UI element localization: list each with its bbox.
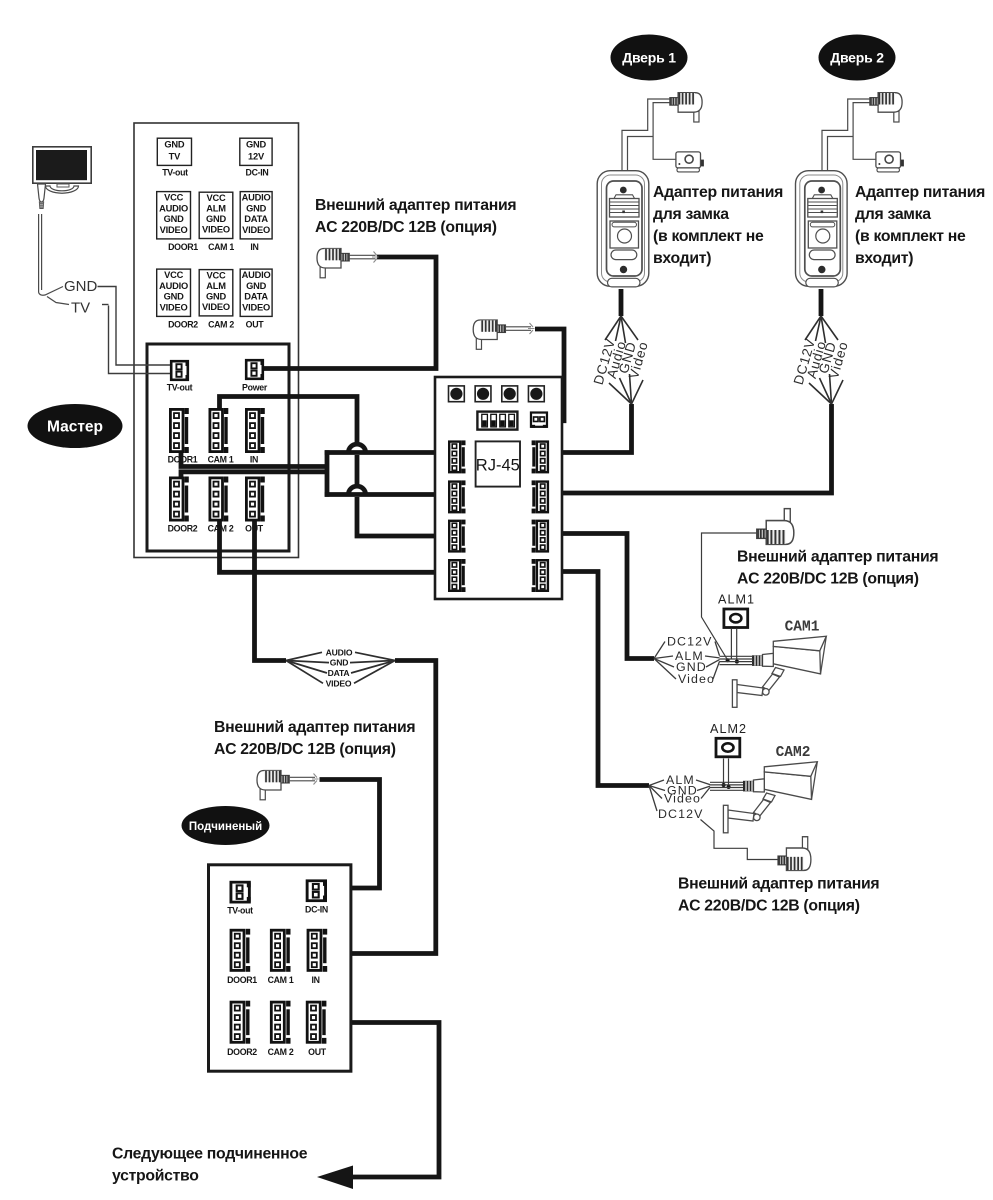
svg-text:(в комплект не: (в комплект не: [653, 228, 764, 245]
svg-text:AC 220В/DC 12В (опция): AC 220В/DC 12В (опция): [214, 741, 396, 758]
svg-text:DOOR2: DOOR2: [227, 1047, 257, 1057]
svg-text:Адаптер питания: Адаптер питания: [855, 184, 985, 201]
svg-text:Внешний адаптер питания: Внешний адаптер питания: [737, 549, 938, 566]
svg-text:ALM: ALM: [675, 649, 704, 663]
svg-text:CAM 1: CAM 1: [208, 455, 234, 465]
svg-text:VIDEO: VIDEO: [202, 302, 230, 312]
svg-text:(в комплект не: (в комплект не: [855, 228, 966, 245]
svg-text:DATA: DATA: [244, 214, 268, 224]
svg-text:GND: GND: [206, 214, 227, 224]
svg-text:ALM: ALM: [206, 203, 226, 213]
svg-text:GND: GND: [676, 660, 707, 674]
svg-text:OUT: OUT: [308, 1047, 327, 1057]
svg-text:VIDEO: VIDEO: [202, 225, 230, 235]
svg-text:CAM 2: CAM 2: [268, 1047, 294, 1057]
svg-text:DATA: DATA: [244, 292, 268, 302]
svg-text:IN: IN: [250, 242, 258, 252]
svg-text:AUDIO: AUDIO: [326, 647, 353, 657]
svg-text:DATA: DATA: [328, 668, 350, 678]
svg-text:CAM2: CAM2: [776, 745, 811, 761]
svg-text:устройство: устройство: [112, 1168, 199, 1185]
svg-text:CAM 1: CAM 1: [208, 242, 234, 252]
svg-text:DC12V: DC12V: [667, 635, 712, 649]
svg-text:DOOR2: DOOR2: [168, 524, 198, 534]
svg-text:IN: IN: [311, 975, 319, 985]
svg-text:Внешний адаптер питания: Внешний адаптер питания: [315, 197, 516, 214]
svg-text:DOOR2: DOOR2: [168, 320, 198, 330]
svg-text:Дверь 2: Дверь 2: [830, 50, 884, 66]
svg-text:GND: GND: [246, 203, 267, 213]
svg-text:TV: TV: [71, 300, 90, 317]
svg-text:для замка: для замка: [653, 206, 729, 223]
svg-text:GND: GND: [164, 140, 185, 150]
svg-text:Video: Video: [664, 792, 701, 806]
svg-text:входит): входит): [653, 250, 711, 267]
svg-text:TV: TV: [169, 151, 181, 161]
svg-text:VCC: VCC: [206, 270, 226, 280]
svg-text:VIDEO: VIDEO: [326, 678, 352, 688]
svg-text:CAM 1: CAM 1: [268, 975, 294, 985]
svg-text:DC-IN: DC-IN: [305, 905, 328, 915]
svg-text:для замка: для замка: [855, 206, 931, 223]
svg-text:AUDIO: AUDIO: [242, 270, 271, 280]
svg-text:AUDIO: AUDIO: [242, 193, 271, 203]
svg-text:DOOR1: DOOR1: [227, 975, 257, 985]
svg-text:Подчиненый: Подчиненый: [189, 821, 262, 833]
svg-text:AC 220В/DC 12В (опция): AC 220В/DC 12В (опция): [678, 898, 860, 915]
svg-text:VIDEO: VIDEO: [160, 225, 188, 235]
svg-text:Video: Video: [678, 672, 715, 686]
svg-text:RJ-45: RJ-45: [476, 457, 520, 475]
svg-text:Мастер: Мастер: [47, 419, 103, 436]
svg-text:ALM: ALM: [206, 281, 226, 291]
svg-text:GND: GND: [64, 278, 98, 295]
svg-text:VCC: VCC: [164, 193, 184, 203]
svg-text:DC-IN: DC-IN: [246, 168, 269, 178]
svg-text:CAM1: CAM1: [785, 620, 820, 636]
svg-text:AC 220В/DC 12В (опция): AC 220В/DC 12В (опция): [315, 219, 497, 236]
svg-text:входит): входит): [855, 250, 913, 267]
svg-text:Внешний адаптер питания: Внешний адаптер питания: [678, 876, 879, 893]
svg-text:GND: GND: [667, 784, 698, 798]
svg-text:CAM 2: CAM 2: [208, 524, 234, 534]
svg-text:12V: 12V: [248, 151, 265, 161]
svg-text:IN: IN: [250, 455, 258, 465]
svg-text:VCC: VCC: [206, 193, 226, 203]
svg-text:Дверь 1: Дверь 1: [622, 50, 676, 66]
svg-text:GND: GND: [164, 292, 185, 302]
svg-text:VCC: VCC: [164, 270, 184, 280]
svg-text:VIDEO: VIDEO: [242, 225, 270, 235]
svg-text:DOOR1: DOOR1: [168, 455, 198, 465]
svg-text:OUT: OUT: [245, 524, 264, 534]
svg-text:Адаптер питания: Адаптер питания: [653, 184, 783, 201]
svg-text:DOOR1: DOOR1: [168, 242, 198, 252]
svg-text:ALM2: ALM2: [710, 722, 747, 736]
svg-text:AUDIO: AUDIO: [159, 281, 188, 291]
svg-text:VIDEO: VIDEO: [160, 303, 188, 313]
svg-text:TV-out: TV-out: [227, 906, 253, 916]
svg-text:Следующее подчиненное: Следующее подчиненное: [112, 1146, 308, 1163]
svg-text:GND: GND: [246, 281, 267, 291]
svg-text:VIDEO: VIDEO: [242, 303, 270, 313]
svg-text:GND: GND: [330, 658, 349, 668]
svg-text:TV-out: TV-out: [162, 168, 188, 178]
svg-text:Внешний адаптер питания: Внешний адаптер питания: [214, 719, 415, 736]
svg-text:GND: GND: [206, 291, 227, 301]
svg-text:DC12V: DC12V: [658, 807, 703, 821]
svg-text:AC 220В/DC 12В (опция): AC 220В/DC 12В (опция): [737, 571, 919, 588]
svg-text:ALM: ALM: [666, 773, 695, 787]
svg-text:Power: Power: [242, 383, 268, 393]
svg-text:GND: GND: [246, 140, 267, 150]
svg-text:CAM 2: CAM 2: [208, 320, 234, 330]
svg-text:TV-out: TV-out: [167, 383, 193, 393]
svg-text:ALM1: ALM1: [718, 593, 755, 607]
svg-text:GND: GND: [164, 214, 185, 224]
svg-text:AUDIO: AUDIO: [159, 203, 188, 213]
svg-text:OUT: OUT: [246, 320, 265, 330]
